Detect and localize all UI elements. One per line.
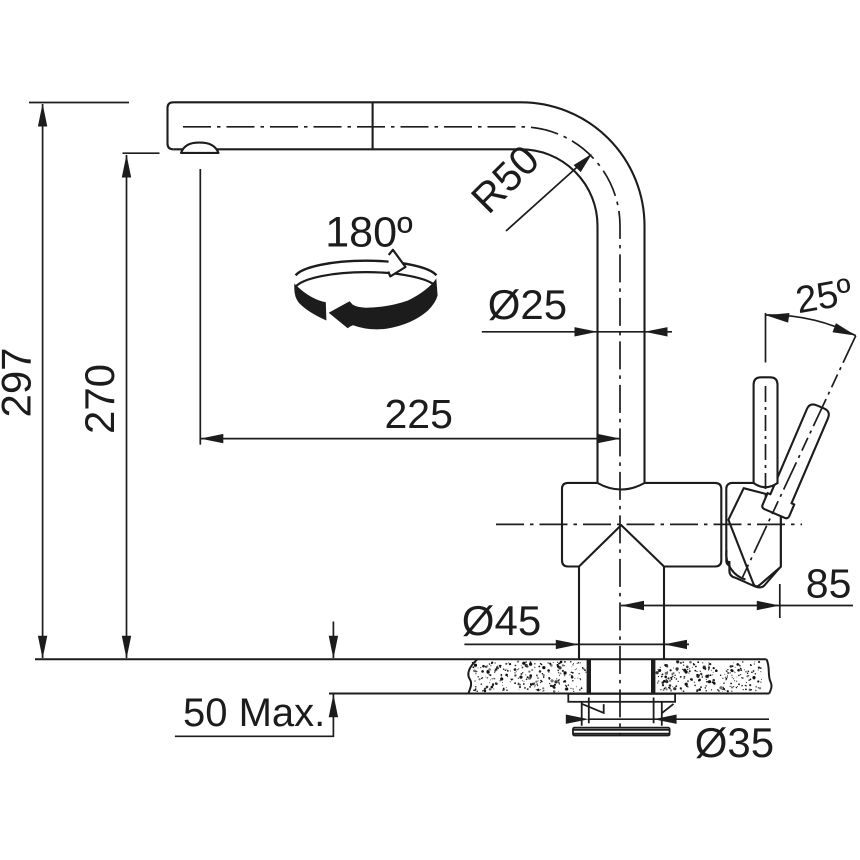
svg-text:225: 225 — [384, 391, 452, 437]
svg-text:25º: 25º — [793, 271, 856, 322]
svg-text:270: 270 — [76, 364, 123, 434]
svg-text:Ø45: Ø45 — [462, 597, 541, 644]
svg-text:Ø35: Ø35 — [695, 719, 774, 766]
svg-text:50 Max.: 50 Max. — [183, 691, 325, 735]
svg-text:297: 297 — [0, 347, 40, 417]
svg-text:Ø25: Ø25 — [488, 281, 567, 328]
svg-text:180º: 180º — [325, 208, 413, 256]
svg-text:85: 85 — [806, 561, 852, 607]
